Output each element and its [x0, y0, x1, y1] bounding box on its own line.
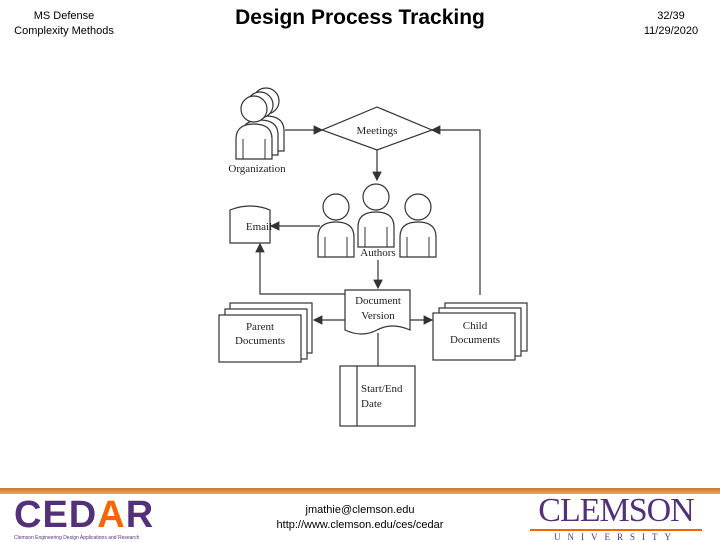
contact-info: jmathie@clemson.edu http://www.clemson.e… [230, 503, 490, 533]
page-number: 32/39 [657, 10, 685, 22]
date-box [339, 365, 416, 427]
parent-documents-icon [218, 302, 313, 363]
contact-url[interactable]: http://www.clemson.edu/ces/cedar [276, 519, 444, 531]
meetings-label: Meetings [357, 125, 398, 137]
date-label-line2: Date [361, 398, 382, 410]
connectors [255, 125, 481, 366]
course-label: MS Defense Complexity Methods [4, 9, 124, 39]
clemson-logo-rule [530, 529, 702, 531]
authors-label: Authors [360, 247, 395, 259]
cedar-logo-text: CEDAR [14, 494, 155, 536]
course-label-line1: MS Defense [33, 10, 95, 22]
clemson-logo-subtitle: UNIVERSITY [554, 532, 678, 542]
parent-label-line2: Documents [235, 335, 285, 347]
document-label-line1: Document [355, 295, 401, 307]
footer-rule [0, 488, 720, 494]
email-label: Email [246, 221, 272, 233]
child-label-line2: Documents [450, 334, 500, 346]
cedar-logo-subtitle: Clemson Engineering Design Applications … [14, 535, 140, 541]
cedar-logo-accent-letter: A [97, 494, 126, 536]
cedar-logo: CEDAR Clemson Engineering Design Applica… [14, 494, 164, 541]
clemson-logo: CLEMSON UNIVERSITY [524, 492, 708, 542]
contact-email[interactable]: jmathie@clemson.edu [305, 504, 415, 516]
clemson-logo-word: CLEMSON [538, 492, 694, 529]
document-version-icon [344, 289, 411, 335]
email-document-icon [229, 205, 271, 244]
date-label-line1: Start/End [361, 383, 403, 395]
slide-title: Design Process Tracking [235, 6, 485, 29]
organization-label: Organization [228, 163, 286, 175]
child-documents-icon [432, 302, 528, 361]
parent-label-line1: Parent [246, 321, 274, 333]
slide-date: 11/29/2020 [643, 25, 699, 37]
document-label-line2: Version [361, 310, 395, 322]
organization-people-icon [235, 87, 285, 160]
course-label-line2: Complexity Methods [14, 25, 114, 37]
slide-meta: 32/39 11/29/2020 [626, 9, 716, 39]
child-label-line1: Child [463, 320, 488, 332]
